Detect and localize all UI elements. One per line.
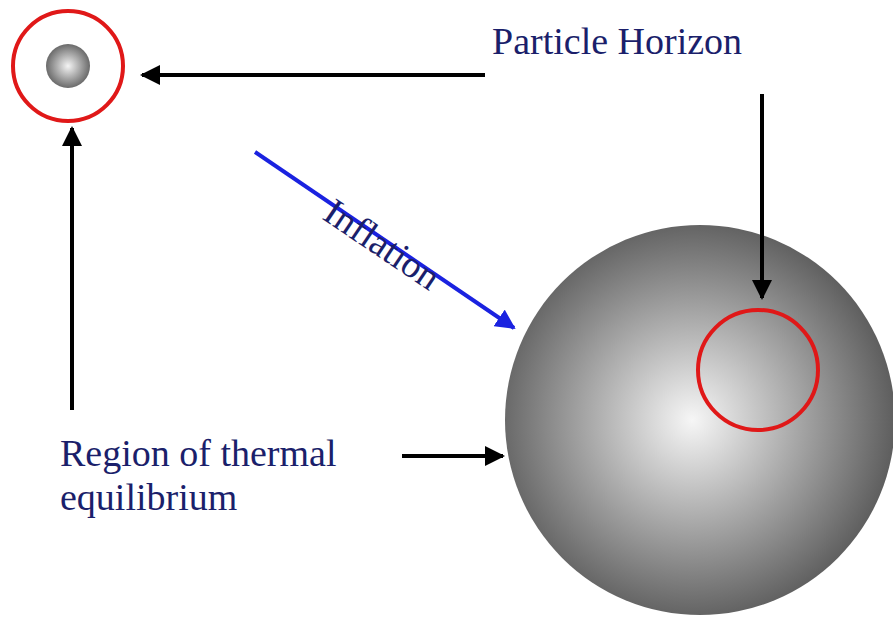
horizon-circle	[13, 11, 123, 121]
leader-arrow	[760, 94, 764, 298]
process-label: Inflation	[316, 190, 449, 299]
region-label: Region of thermal equilibrium	[60, 432, 385, 519]
leader-arrow	[142, 73, 485, 77]
inflation-arrow	[255, 152, 514, 328]
large-sphere	[505, 225, 893, 615]
small-sphere	[46, 44, 90, 88]
horizon-label: Particle Horizon	[492, 20, 742, 64]
horizon-circle	[698, 310, 818, 430]
leader-arrow	[402, 454, 503, 458]
leader-arrow	[70, 128, 74, 410]
